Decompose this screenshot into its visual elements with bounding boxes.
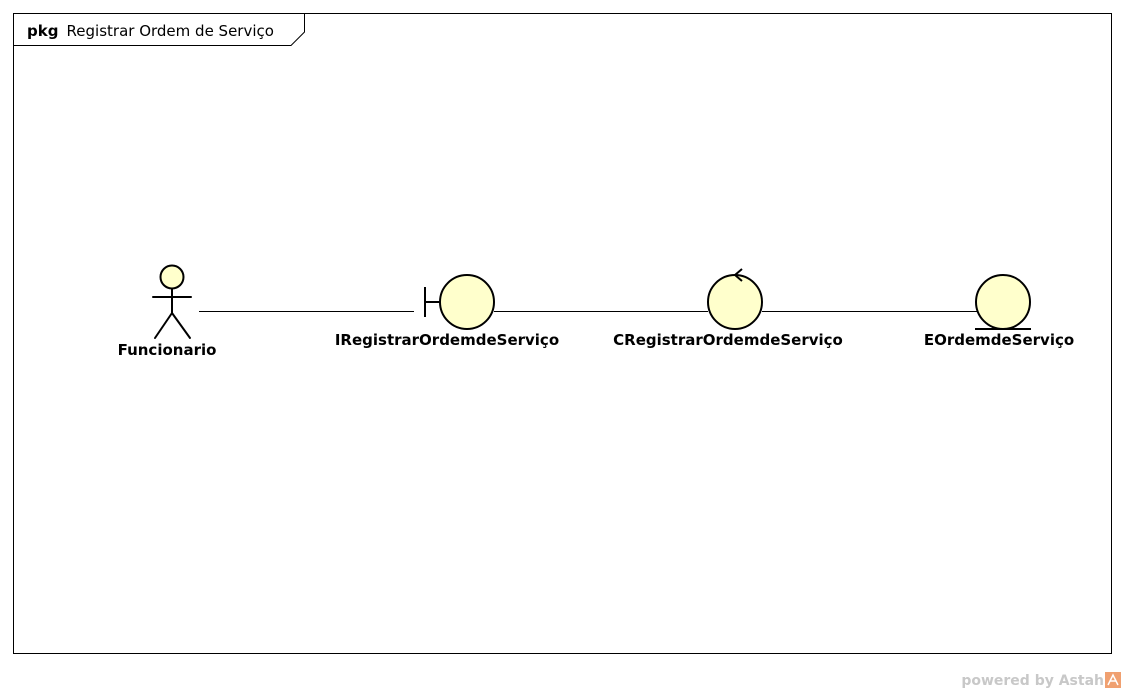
frame-name: Registrar Ordem de Serviço <box>67 22 274 40</box>
actor-label: Funcionario <box>118 341 217 359</box>
frame-keyword: pkg <box>27 22 58 40</box>
entity-icon <box>975 274 1031 330</box>
package-frame: pkg Registrar Ordem de Serviço <box>13 13 1112 654</box>
frame-title: pkg Registrar Ordem de Serviço <box>27 21 274 40</box>
astah-watermark: powered by Astah <box>961 672 1121 689</box>
entity-label: EOrdemdeServiço <box>924 331 1074 349</box>
frame-border <box>13 13 1112 654</box>
control-label: CRegistrarOrdemdeServiço <box>613 331 843 349</box>
control-cregistrarordemdeservico[interactable]: CRegistrarOrdemdeServiço <box>613 268 843 349</box>
watermark-text: powered by Astah <box>961 673 1104 689</box>
astah-logo-icon <box>1105 672 1121 688</box>
actor-funcionario[interactable]: Funcionario <box>118 264 217 360</box>
boundary-icon <box>424 274 495 330</box>
actor-icon <box>152 264 192 339</box>
frame-title-tab <box>13 13 305 46</box>
control-icon <box>707 268 763 330</box>
entity-eordemdeservico[interactable]: EOrdemdeServiço <box>924 274 1074 349</box>
boundary-label: IRegistrarOrdemdeServiço <box>335 331 559 349</box>
boundary-iregistrarordemdeservico[interactable]: IRegistrarOrdemdeServiço <box>335 274 559 349</box>
